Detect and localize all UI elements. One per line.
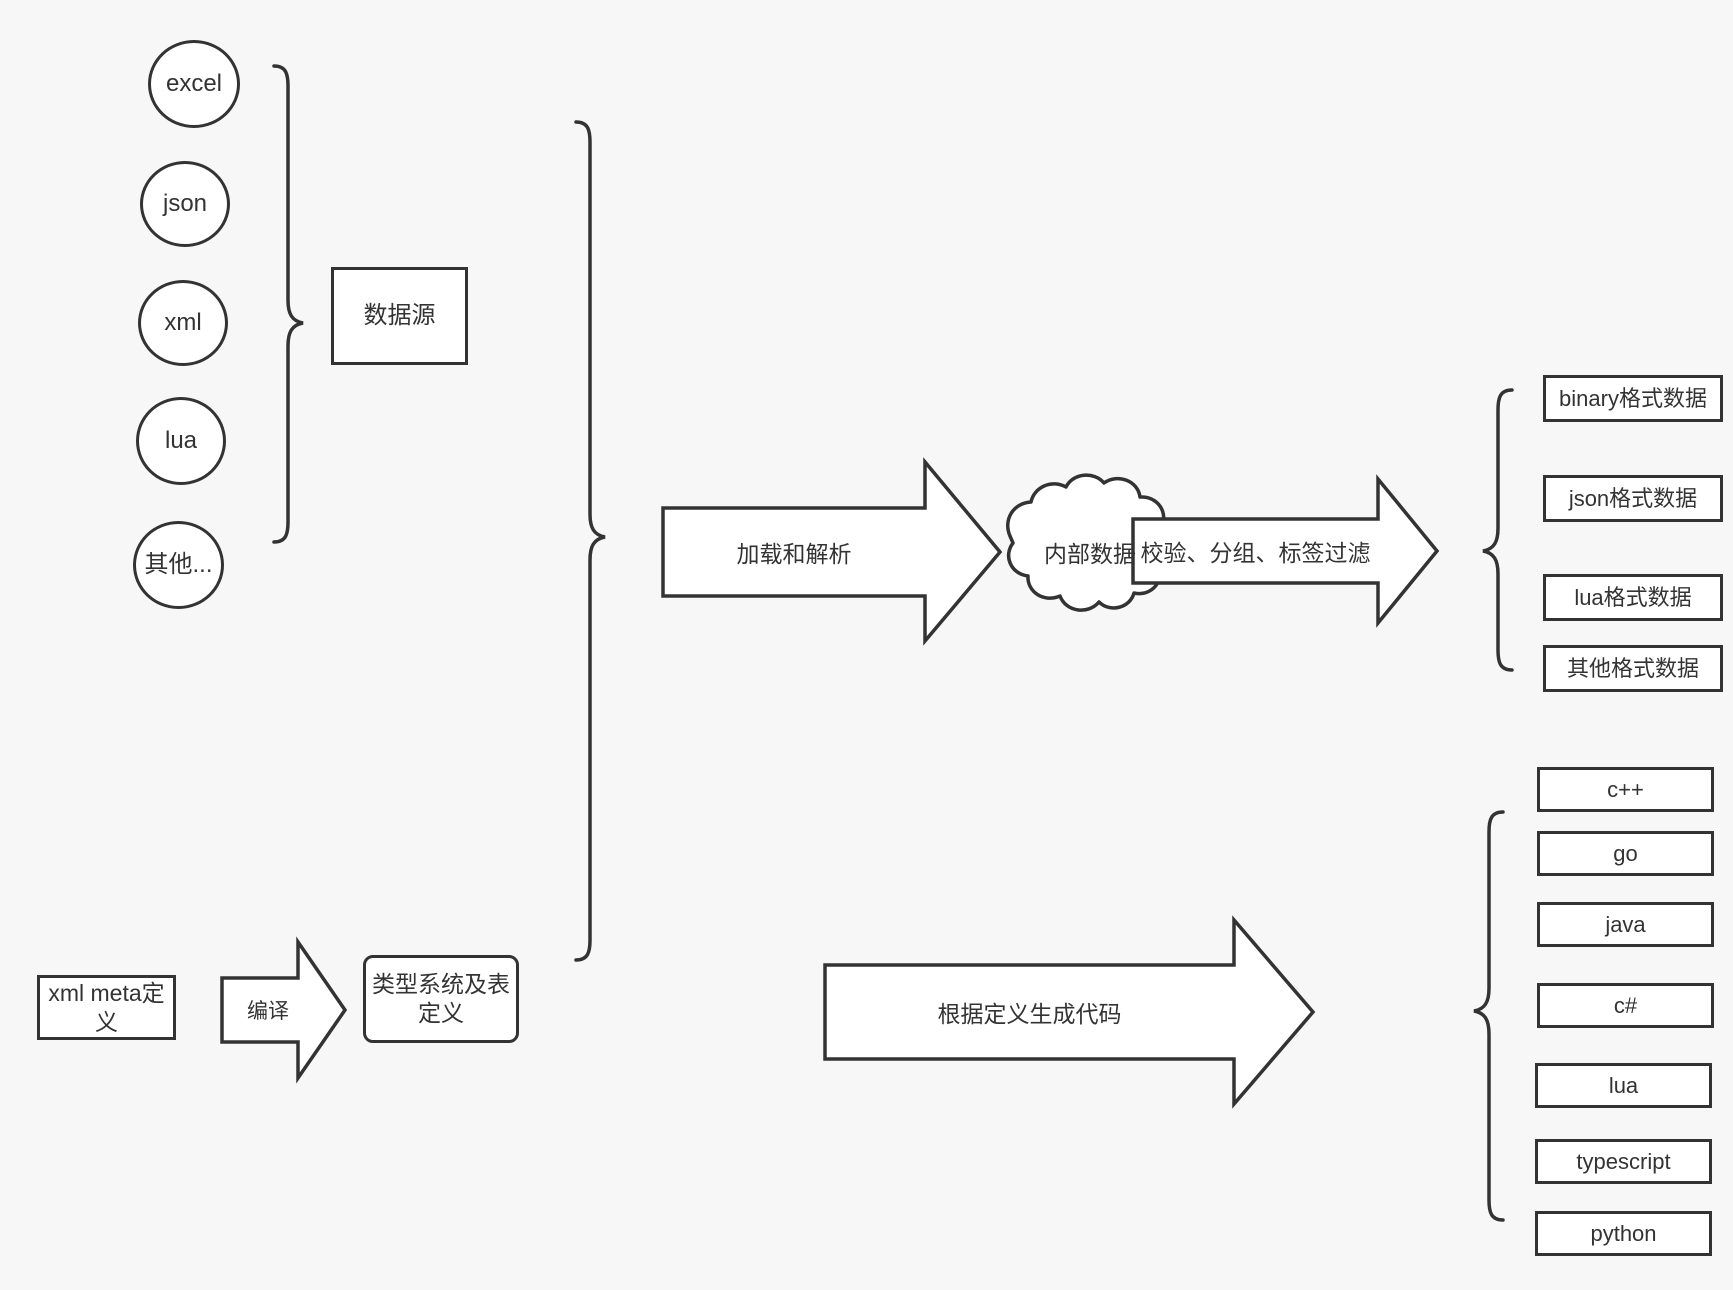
source-node-excel[interactable]: excel xyxy=(148,40,240,128)
xml-meta-label: xml meta定义 xyxy=(48,979,165,1035)
data-outputs-brace xyxy=(1482,388,1514,672)
sources-brace xyxy=(272,64,304,544)
data-source-label: 数据源 xyxy=(363,302,436,329)
source-label: xml xyxy=(164,309,202,336)
code-output-lua[interactable]: lua xyxy=(1535,1063,1712,1108)
data-source-box[interactable]: 数据源 xyxy=(331,267,468,365)
data-output-lua[interactable]: lua格式数据 xyxy=(1543,574,1723,621)
compile-arrow xyxy=(220,936,348,1084)
code-output-label: c# xyxy=(1613,992,1638,1018)
data-output-json[interactable]: json格式数据 xyxy=(1543,475,1723,522)
code-outputs-brace xyxy=(1473,810,1505,1222)
source-node-lua[interactable]: lua xyxy=(136,397,226,485)
code-output-label: go xyxy=(1613,840,1638,866)
type-system-label: 类型系统及表定义 xyxy=(372,971,510,1026)
code-output-label: c++ xyxy=(1607,776,1644,802)
code-output-label: python xyxy=(1590,1220,1657,1246)
source-node-other[interactable]: 其他... xyxy=(133,521,224,609)
code-output-csharp[interactable]: c# xyxy=(1537,983,1714,1028)
source-label: excel xyxy=(165,70,223,97)
code-output-label: java xyxy=(1605,911,1646,937)
data-output-other[interactable]: 其他格式数据 xyxy=(1543,645,1723,692)
source-node-json[interactable]: json xyxy=(140,161,230,247)
data-output-binary[interactable]: binary格式数据 xyxy=(1543,375,1723,422)
inputs-brace xyxy=(574,120,606,962)
code-output-cpp[interactable]: c++ xyxy=(1537,767,1714,812)
data-output-label: binary格式数据 xyxy=(1559,385,1707,411)
code-output-go[interactable]: go xyxy=(1537,831,1714,876)
code-output-label: lua xyxy=(1608,1072,1639,1098)
data-output-label: 其他格式数据 xyxy=(1566,655,1699,681)
source-label: json xyxy=(162,190,208,217)
code-output-label: typescript xyxy=(1576,1148,1671,1174)
data-output-label: json格式数据 xyxy=(1568,485,1698,511)
xml-meta-box[interactable]: xml meta定义 xyxy=(37,975,176,1040)
source-label: lua xyxy=(164,427,198,454)
data-output-label: lua格式数据 xyxy=(1574,584,1692,610)
validate-filter-arrow xyxy=(1131,474,1440,628)
type-system-box[interactable]: 类型系统及表定义 xyxy=(363,955,519,1043)
codegen-arrow xyxy=(823,915,1316,1109)
code-output-python[interactable]: python xyxy=(1535,1211,1712,1256)
source-label: 其他... xyxy=(144,551,213,578)
load-parse-arrow xyxy=(661,457,1003,646)
source-node-xml[interactable]: xml xyxy=(138,280,228,366)
code-output-java[interactable]: java xyxy=(1537,902,1714,947)
code-output-typescript[interactable]: typescript xyxy=(1535,1139,1712,1184)
